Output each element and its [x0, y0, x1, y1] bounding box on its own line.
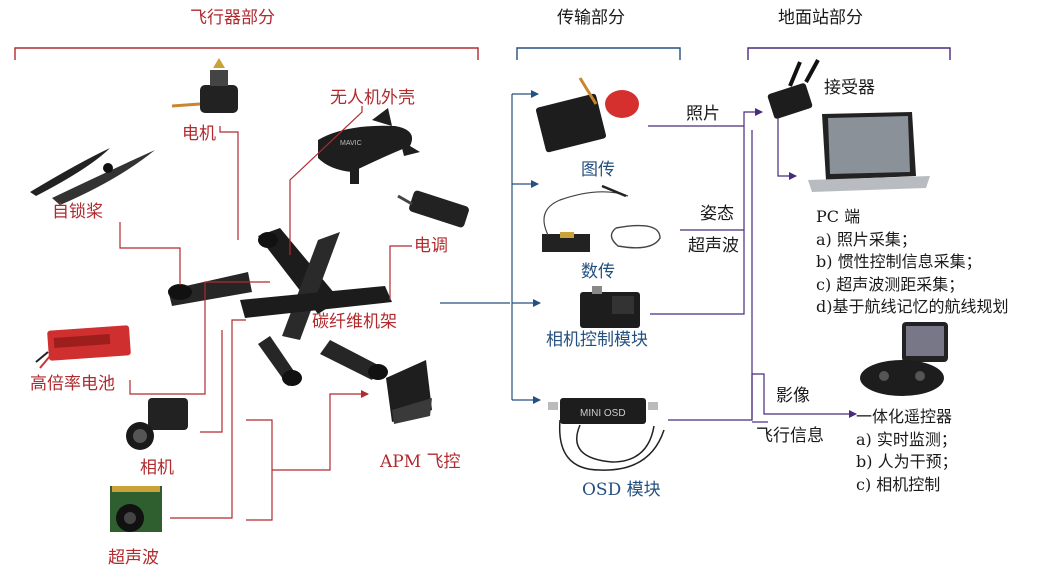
label-motor: 电机: [182, 124, 216, 144]
pc-item: c) 超声波测距采集；: [816, 274, 965, 294]
section-transmission: 传输部分: [557, 8, 625, 28]
link-photo: 照片: [686, 104, 720, 124]
label-ultrasonic: 超声波: [108, 548, 159, 568]
ground-brace: [747, 47, 951, 60]
label-frame: 碳纤维机架: [312, 312, 397, 332]
apm-image: [386, 360, 432, 424]
svg-text:MINI OSD: MINI OSD: [580, 408, 626, 419]
camera-ctrl-image: [580, 286, 640, 328]
data-tx-image: [542, 184, 661, 252]
label-data-tx: 数传: [581, 262, 615, 282]
label-esc: 电调: [414, 236, 448, 256]
label-flight-controller: APM 飞控: [380, 452, 461, 472]
label-camera: 相机: [140, 458, 174, 478]
remote-item: b) 人为干预；: [856, 452, 958, 471]
label-battery: 高倍率电池: [30, 374, 115, 394]
frame-image: [168, 228, 392, 386]
link-attitude: 姿态: [700, 204, 734, 224]
transmission-connectors: [440, 90, 541, 404]
remote-image: [860, 322, 948, 396]
link-ultrasonic-wave: 超声波: [688, 236, 739, 256]
laptop-image: [808, 112, 930, 192]
label-camera-ctrl: 相机控制模块: [546, 330, 648, 350]
remote-block: 一体化遥控器 a) 实时监测； b) 人为干预； c) 相机控制: [856, 406, 958, 496]
osd-image: MINI OSD: [548, 398, 665, 471]
ultrasonic-image: [110, 486, 162, 532]
remote-item: c) 相机控制: [856, 474, 941, 494]
image-tx-image: [535, 77, 639, 153]
label-osd: OSD 模块: [582, 480, 661, 500]
propeller-image: [30, 148, 155, 205]
aircraft-connectors: [119, 106, 412, 521]
svg-text:MAVIC: MAVIC: [340, 140, 362, 147]
label-image-tx: 图传: [581, 160, 615, 180]
pc-item: d)基于航线记忆的航线规划: [816, 297, 1009, 316]
pc-item: a) 照片采集；: [816, 229, 917, 249]
transmission-brace: [516, 47, 681, 60]
section-aircraft: 飞行器部分: [190, 8, 275, 28]
pc-title: PC 端: [816, 207, 861, 226]
label-propeller: 自锁桨: [52, 202, 103, 222]
remote-item: a) 实时监测；: [856, 429, 957, 449]
motor-image: [171, 58, 238, 113]
shell-image: MAVIC: [318, 108, 420, 184]
ground-connectors: [648, 108, 857, 423]
label-shell: 无人机外壳: [330, 88, 415, 108]
label-receiver: 接受器: [824, 78, 875, 98]
remote-title: 一体化遥控器: [856, 407, 953, 426]
aircraft-brace: [14, 47, 479, 60]
receiver-image: [767, 59, 820, 119]
link-video: 影像: [776, 386, 810, 406]
section-ground: 地面站部分: [778, 8, 863, 28]
pc-item: b) 惯性控制信息采集；: [816, 252, 982, 271]
esc-image: [397, 190, 469, 228]
camera-image: [126, 398, 188, 450]
pc-block: PC 端 a) 照片采集； b) 惯性控制信息采集； c) 超声波测距采集； d…: [816, 206, 1009, 319]
battery-image: [35, 325, 131, 369]
link-flight-info: 飞行信息: [756, 426, 824, 446]
